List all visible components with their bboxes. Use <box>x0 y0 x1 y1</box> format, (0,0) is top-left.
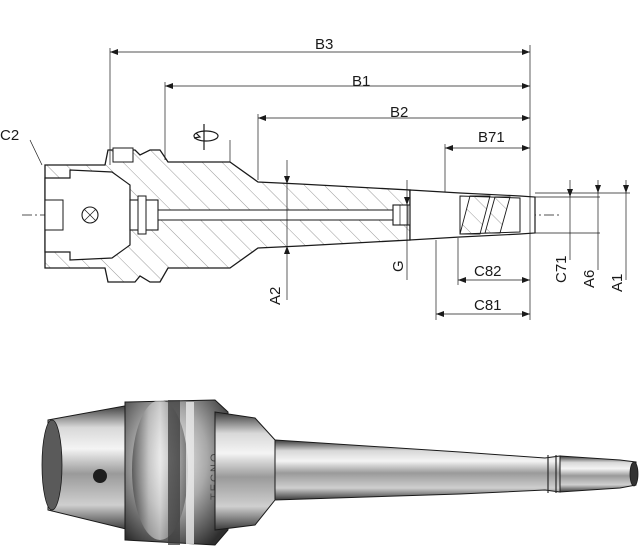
label-a6: A6 <box>581 270 598 288</box>
label-b71: B71 <box>478 129 505 146</box>
label-c71: C71 <box>553 255 570 283</box>
coolant-bore <box>157 209 394 221</box>
label-c81: C81 <box>474 297 502 314</box>
label-a1: A1 <box>609 274 626 292</box>
dimension-labels: B3 B1 B2 B71 C2 A2 G C82 C81 C71 A6 A1 <box>0 36 626 314</box>
label-c82: C82 <box>474 263 502 280</box>
product-render: TECNO <box>41 399 639 546</box>
render-cross-hole <box>93 469 107 483</box>
label-c2: C2 <box>0 127 19 144</box>
section-view <box>22 124 560 283</box>
label-g: G <box>390 260 407 272</box>
taper-nose <box>274 439 561 501</box>
label-b2: B2 <box>390 104 408 121</box>
body-cylinder <box>214 411 276 531</box>
label-b1: B1 <box>352 73 370 90</box>
drive-slot <box>44 199 64 231</box>
rotation-icon <box>193 130 219 142</box>
nose-tip <box>559 455 637 493</box>
label-a2: A2 <box>267 287 284 305</box>
dimension-lines <box>29 45 630 320</box>
label-b3: B3 <box>315 36 333 53</box>
